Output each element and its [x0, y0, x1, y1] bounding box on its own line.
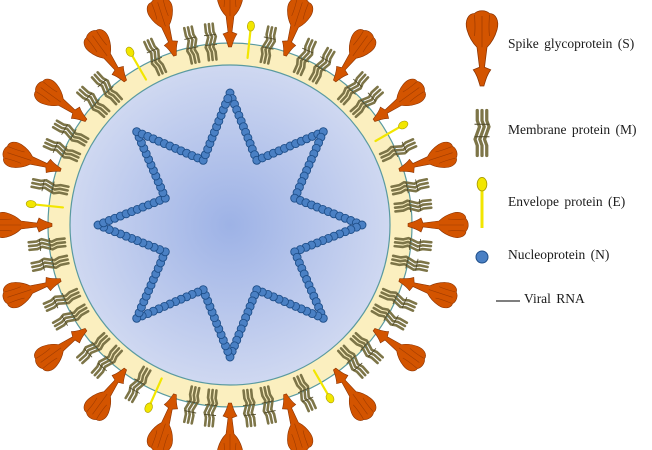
- surface-proteins: [0, 0, 469, 450]
- membrane-protein: [143, 37, 168, 77]
- spike-glycoprotein: [2, 276, 62, 309]
- spike-glycoprotein: [146, 0, 179, 57]
- envelope-protein: [125, 46, 148, 81]
- inner-membrane-edge: [69, 64, 391, 386]
- membrane-protein: [336, 344, 370, 379]
- legend: Spike glycoprotein (S) Membrane protein …: [462, 0, 652, 450]
- membrane-protein: [349, 85, 384, 119]
- membrane-protein: [182, 385, 201, 425]
- membrane-protein: [124, 365, 152, 404]
- membrane-protein: [30, 177, 70, 196]
- legend-item-envelope: Envelope protein (E): [462, 170, 652, 228]
- spike-glycoprotein: [217, 0, 243, 48]
- membrane-protein: [203, 22, 218, 62]
- legend-label-rna: Viral RNA: [524, 291, 585, 306]
- membrane-protein: [378, 138, 418, 163]
- spike-glycoprotein: [217, 402, 243, 450]
- membrane-protein: [390, 177, 430, 196]
- membrane-protein: [292, 373, 317, 413]
- spike-glycoprotein: [83, 367, 127, 421]
- nucleocapsid: [93, 88, 367, 362]
- envelope-protein: [25, 200, 65, 209]
- membrane-protein: [349, 331, 384, 365]
- membrane-protein: [370, 303, 409, 331]
- legend-item-membrane: Membrane protein (M): [462, 100, 652, 162]
- legend-item-nucleoprotein: Nucleoprotein (N): [462, 246, 652, 268]
- envelope-protein: [144, 377, 163, 413]
- membrane-protein: [292, 37, 317, 77]
- legend-item-rna: Viral RNA: [462, 290, 652, 312]
- membrane-protein: [90, 344, 124, 379]
- membrane-protein: [51, 303, 90, 331]
- rna-line-icon: [496, 300, 520, 302]
- envelope-protein: [246, 20, 255, 60]
- membrane-protein: [393, 236, 433, 252]
- spike-glycoprotein: [281, 393, 314, 450]
- spike-glycoprotein: [372, 78, 426, 122]
- envelope-protein: [374, 120, 409, 143]
- spike-glycoprotein: [398, 141, 458, 174]
- membrane-protein: [42, 287, 82, 312]
- envelope-protein: [312, 369, 335, 404]
- spike-glycoprotein: [407, 212, 469, 238]
- membrane-protein: [393, 198, 433, 213]
- spike-glycoprotein: [281, 0, 314, 57]
- spike-glycoprotein: [2, 141, 62, 174]
- membrane-protein: [259, 385, 278, 425]
- membrane-protein: [390, 254, 430, 273]
- legend-label-membrane: Membrane protein (M): [508, 122, 637, 137]
- spike-glycoprotein: [333, 29, 377, 83]
- membrane-protein: [259, 25, 278, 65]
- spike-glycoprotein: [333, 367, 377, 421]
- membrane-protein: [242, 388, 257, 428]
- membrane-protein: [27, 237, 67, 252]
- membrane-protein-icon: [473, 108, 491, 158]
- membrane-protein: [90, 71, 124, 106]
- nucleoprotein: [223, 94, 233, 104]
- spike-glycoprotein: [398, 276, 458, 309]
- membrane-protein: [30, 254, 70, 273]
- spike-glycoprotein: [0, 212, 53, 238]
- membrane-protein: [76, 331, 111, 365]
- membrane-protein: [378, 287, 418, 312]
- membrane-protein: [308, 46, 336, 85]
- membrane-protein: [76, 85, 111, 119]
- spike-glycoprotein: [34, 328, 88, 372]
- membrane-protein: [203, 388, 219, 428]
- envelope-protein-icon: [476, 177, 488, 228]
- legend-label-envelope: Envelope protein (E): [508, 194, 626, 209]
- legend-label-nucleoprotein: Nucleoprotein (N): [508, 247, 610, 262]
- spike-icon: [465, 10, 499, 87]
- spike-glycoprotein: [83, 29, 127, 83]
- legend-item-spike: Spike glycoprotein (S): [462, 6, 652, 90]
- membrane-protein: [336, 71, 370, 106]
- membrane-protein: [51, 119, 90, 147]
- nucleoprotein-icon: [475, 250, 489, 264]
- spike-glycoprotein: [372, 328, 426, 372]
- spike-glycoprotein: [34, 78, 88, 122]
- membrane-protein: [42, 138, 82, 163]
- virion-interior: [70, 65, 390, 385]
- membrane-protein: [182, 25, 201, 65]
- legend-label-spike: Spike glycoprotein (S): [508, 36, 635, 51]
